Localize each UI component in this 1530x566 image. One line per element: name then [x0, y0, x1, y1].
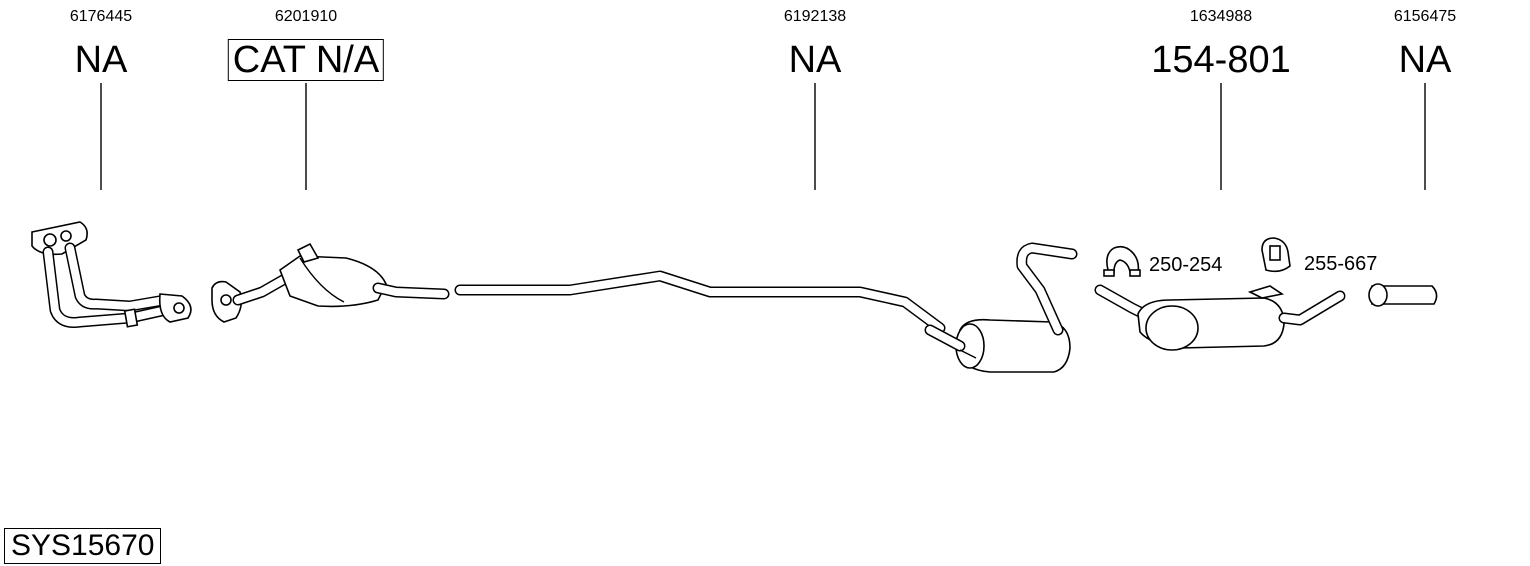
- tail-pipe-icon: [1368, 283, 1438, 307]
- catalytic-converter-icon: [211, 242, 450, 323]
- part-number-catalytic-converter: 6201910: [274, 8, 338, 25]
- accessory-label-rubber-mount: 255-667: [1304, 253, 1378, 275]
- front-pipe-icon: [31, 221, 192, 328]
- centre-pipe-icon: [454, 242, 1078, 373]
- part-code-catalytic-converter: CAT N/A: [227, 39, 385, 81]
- part-code-tail-pipe: NA: [1398, 39, 1452, 81]
- leader-lines: [100, 83, 1426, 190]
- part-number-tail-pipe: 6156475: [1393, 8, 1457, 25]
- system-code-box: SYS15670: [4, 528, 162, 564]
- part-number-rear-silencer: 1634988: [1189, 8, 1253, 25]
- part-number-front-pipe: 6176445: [69, 8, 133, 25]
- part-number-centre-pipe: 6192138: [783, 8, 847, 25]
- part-code-rear-silencer: 154-801: [1151, 39, 1291, 81]
- rubber-mount-icon: [1261, 237, 1291, 273]
- part-code-centre-pipe: NA: [788, 39, 842, 81]
- accessory-label-clamp: 250-254: [1149, 254, 1223, 276]
- part-code-front-pipe: NA: [74, 39, 128, 81]
- clamp-icon: [1103, 245, 1141, 277]
- rear-silencer-icon: [1094, 284, 1346, 351]
